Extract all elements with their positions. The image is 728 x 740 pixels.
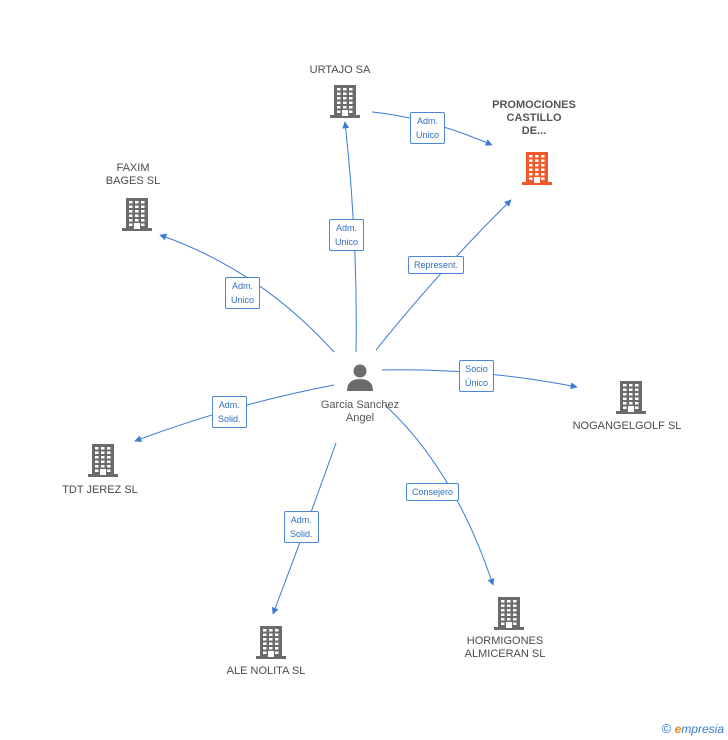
relation-label-promociones: Represent.	[408, 256, 465, 274]
relation-label-tdt: Adm. Solid.	[212, 396, 247, 428]
edge-hormigones	[384, 404, 495, 586]
brand-footer: © empresia	[662, 721, 724, 736]
company-alenolita-label[interactable]: ALE NOLITA SL	[226, 665, 306, 677]
building-icon-tdt[interactable]	[87, 443, 119, 477]
company-tdt-label[interactable]: TDT JEREZ SL	[62, 484, 138, 496]
building-icon-nogangelgolf[interactable]	[615, 380, 647, 414]
building-icon-hormigones[interactable]	[493, 596, 525, 630]
building-icon-alenolita[interactable]	[255, 625, 287, 659]
edge-promociones	[375, 199, 512, 351]
relation-label-urtajo: Adm. Unico	[329, 219, 365, 251]
relation-label-nogangelgolf: Socio Único	[459, 360, 495, 392]
brand-logo-e: e	[674, 722, 682, 736]
relation-label-alenolita: Adm. Solid.	[284, 511, 319, 543]
company-faxim-label[interactable]: FAXIM BAGES SL	[105, 162, 161, 187]
copyright-icon: ©	[661, 721, 672, 736]
building-icon-promociones[interactable]	[521, 151, 553, 185]
person-icon[interactable]	[346, 363, 374, 391]
relation-label-urtajo-promociones: Adm. Unico	[410, 112, 446, 144]
building-icon-faxim[interactable]	[121, 197, 153, 231]
company-hormigones-label[interactable]: HORMIGONES ALMICERAN SL	[464, 635, 546, 660]
building-icon-urtajo[interactable]	[329, 84, 361, 118]
company-urtajo-label[interactable]: URTAJO SA	[309, 64, 371, 76]
relation-label-hormigones: Consejero	[406, 483, 460, 501]
brand-logo-text: mpresia	[681, 722, 724, 736]
person-name[interactable]: Garcia Sanchez Angel	[320, 399, 400, 424]
relation-label-faxim: Adm. Unico	[225, 277, 261, 309]
company-promociones-label[interactable]: PROMOCIONES CASTILLO DE...	[492, 99, 576, 137]
company-nogangelgolf-label[interactable]: NOGANGELGOLF SL	[572, 420, 682, 432]
